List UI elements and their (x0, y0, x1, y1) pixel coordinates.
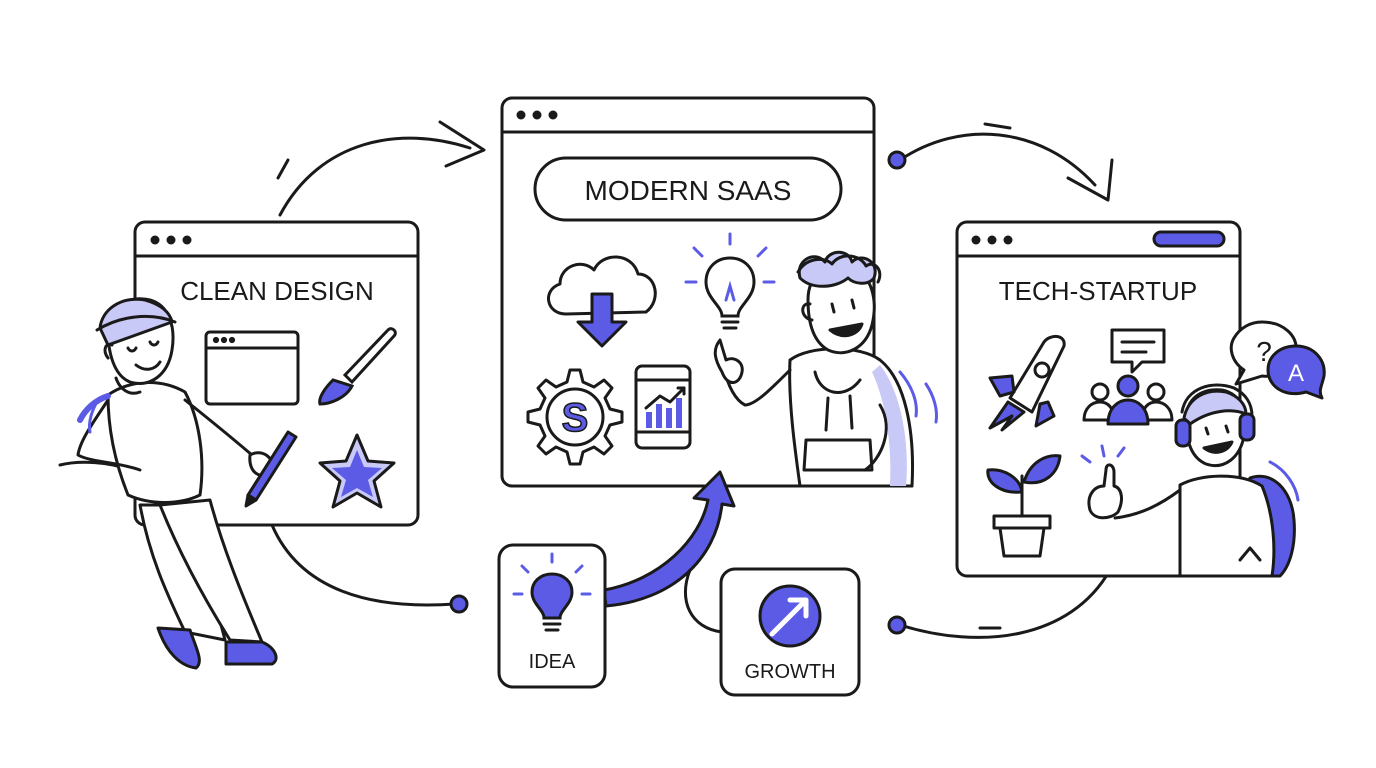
connector-node (449, 594, 469, 614)
window-progress-bar (1152, 230, 1226, 248)
line-design-to-idea (270, 523, 457, 607)
modern-saas-panel: MODERN SAAS S (500, 96, 876, 488)
growth-swoosh-arrow (602, 470, 736, 608)
tech-startup-title: TECH-STARTUP (999, 276, 1197, 306)
connector-node (887, 150, 907, 170)
mobile-chart-icon (634, 364, 692, 450)
pencil-icon (244, 430, 298, 508)
designer-character (58, 297, 298, 670)
line-arrow-to-growth (684, 568, 724, 634)
clean-design-title: CLEAN DESIGN (180, 276, 374, 306)
idea-card: IDEA (497, 543, 607, 689)
growth-label: GROWTH (744, 661, 835, 683)
star-icon (318, 433, 396, 509)
plant-pot-icon (986, 454, 1062, 558)
startup-character (1080, 383, 1296, 578)
saas-gear-letter: S (562, 396, 589, 440)
browser-window-icon (204, 330, 300, 406)
idea-label: IDEA (529, 651, 576, 673)
answer-bubble (1266, 344, 1326, 400)
headphone-left (1174, 418, 1192, 448)
speech-bubbles: ? A (1229, 320, 1326, 400)
clean-design-panel: CLEAN DESIGN (133, 220, 420, 527)
connector-lines (270, 120, 1114, 639)
motion-strokes (88, 370, 1300, 502)
team-chat-icon (1082, 328, 1174, 426)
lightbulb-icon (684, 232, 776, 330)
presenter-character (713, 250, 914, 488)
answer-letter: A (1288, 360, 1304, 387)
rocket-icon (988, 335, 1066, 432)
modern-saas-title: MODERN SAAS (585, 175, 792, 206)
connector-node (887, 615, 907, 635)
question-mark: ? (1256, 336, 1272, 367)
growth-card: GROWTH (719, 567, 861, 697)
paintbrush-icon (318, 327, 397, 406)
growth-arrow-icon (758, 584, 822, 648)
line-growth-to-startup (898, 568, 1112, 639)
lightbulb-icon (512, 552, 592, 632)
cloud-download-icon (547, 255, 657, 348)
arrow-saas-to-startup (898, 132, 1097, 187)
saas-gear-icon: S (526, 368, 624, 466)
headphone-right (1238, 412, 1256, 442)
tech-startup-panel: TECH-STARTUP (955, 220, 1242, 578)
arrow-design-to-saas (278, 136, 472, 217)
modern-saas-pill (533, 156, 843, 222)
